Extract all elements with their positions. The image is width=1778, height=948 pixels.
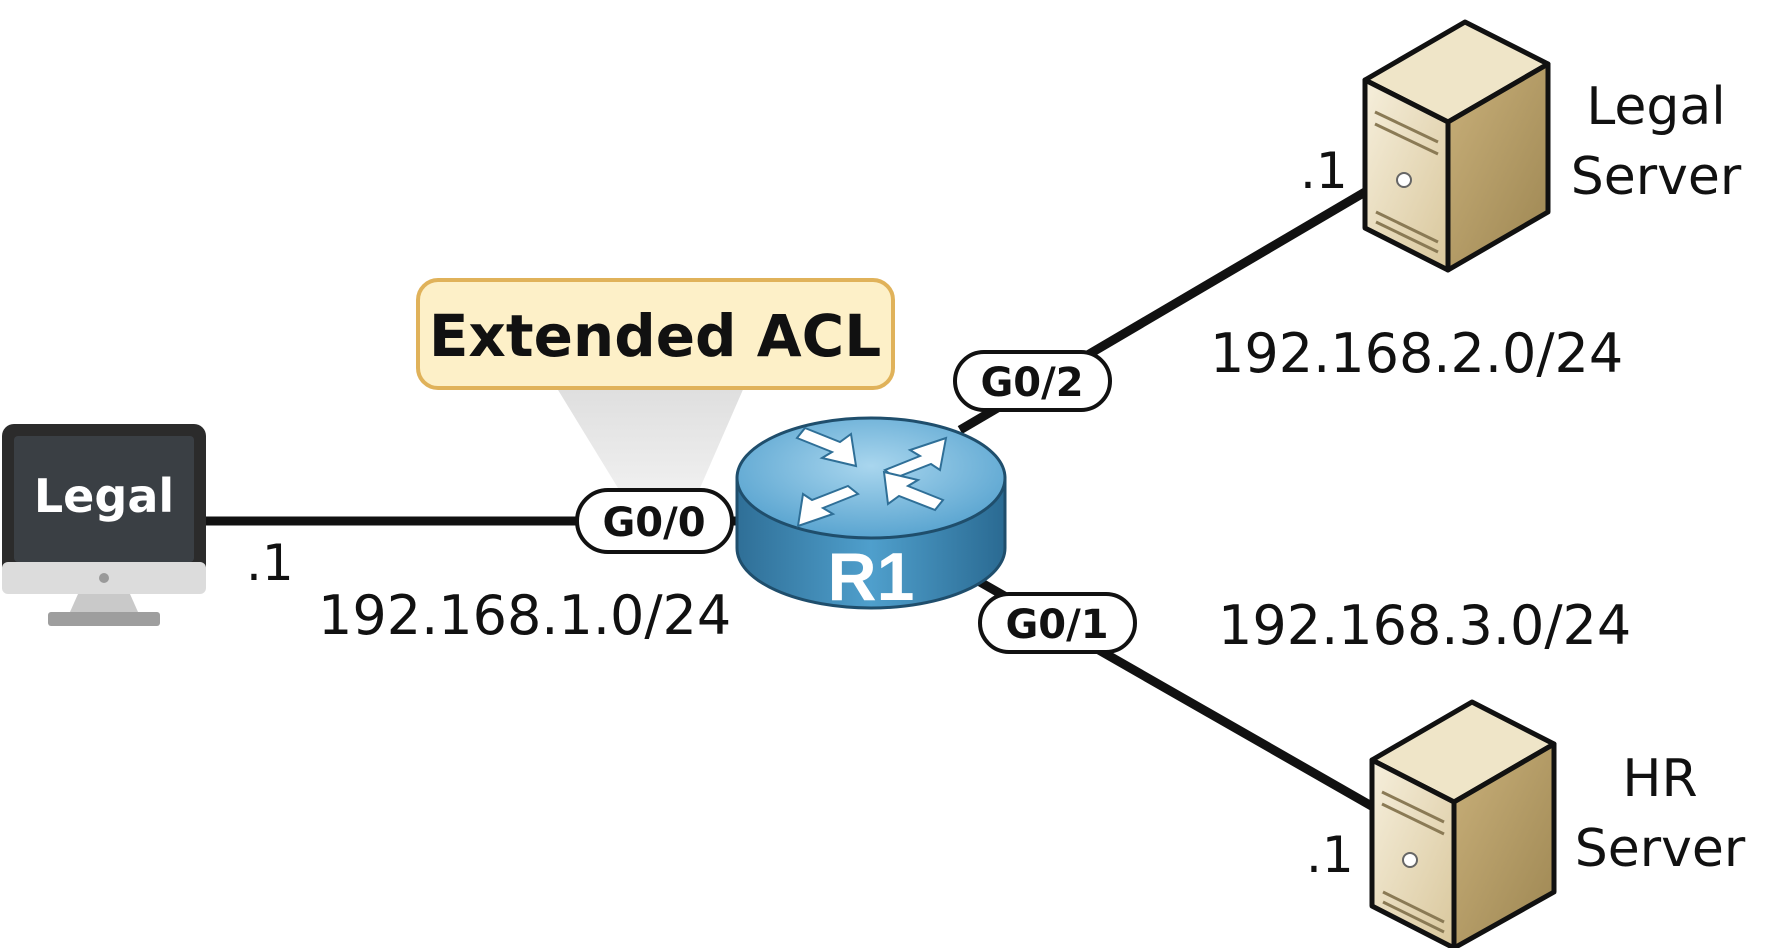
hr-server-name-line1: HR xyxy=(1622,749,1697,809)
router-name: R1 xyxy=(828,539,915,615)
router-arrows-icon xyxy=(795,426,948,528)
port-label-g0-1: G0/1 xyxy=(1005,602,1108,648)
network-label-192-168-3: 192.168.3.0/24 xyxy=(1218,594,1631,657)
host-screen-label: Legal xyxy=(34,469,174,523)
hr-server-name-line2: Server xyxy=(1575,819,1746,879)
hr-server-octet-label: .1 xyxy=(1306,826,1354,884)
legal-server-name-line2: Server xyxy=(1571,147,1742,207)
host-octet-label: .1 xyxy=(246,534,294,592)
port-label-g0-0: G0/0 xyxy=(602,500,705,546)
router-r1: R1 xyxy=(735,416,1007,615)
port-badge-g0-2: G0/2 xyxy=(953,350,1112,412)
acl-pointer-cone xyxy=(555,385,745,488)
acl-label: Extended ACL xyxy=(429,302,881,370)
network-label-192-168-2: 192.168.2.0/24 xyxy=(1210,322,1623,385)
network-label-192-168-1: 192.168.1.0/24 xyxy=(318,584,731,647)
acl-callout: Extended ACL xyxy=(416,278,895,390)
legal-server-octet-label: .1 xyxy=(1300,142,1348,200)
legal-server xyxy=(1362,19,1551,273)
port-badge-g0-1: G0/1 xyxy=(978,592,1137,654)
legal-host-computer: Legal xyxy=(2,424,206,626)
port-label-g0-2: G0/2 xyxy=(980,360,1083,406)
port-badge-g0-0: G0/0 xyxy=(575,488,734,554)
hr-server xyxy=(1369,699,1557,948)
legal-server-name-line1: Legal xyxy=(1586,77,1725,137)
